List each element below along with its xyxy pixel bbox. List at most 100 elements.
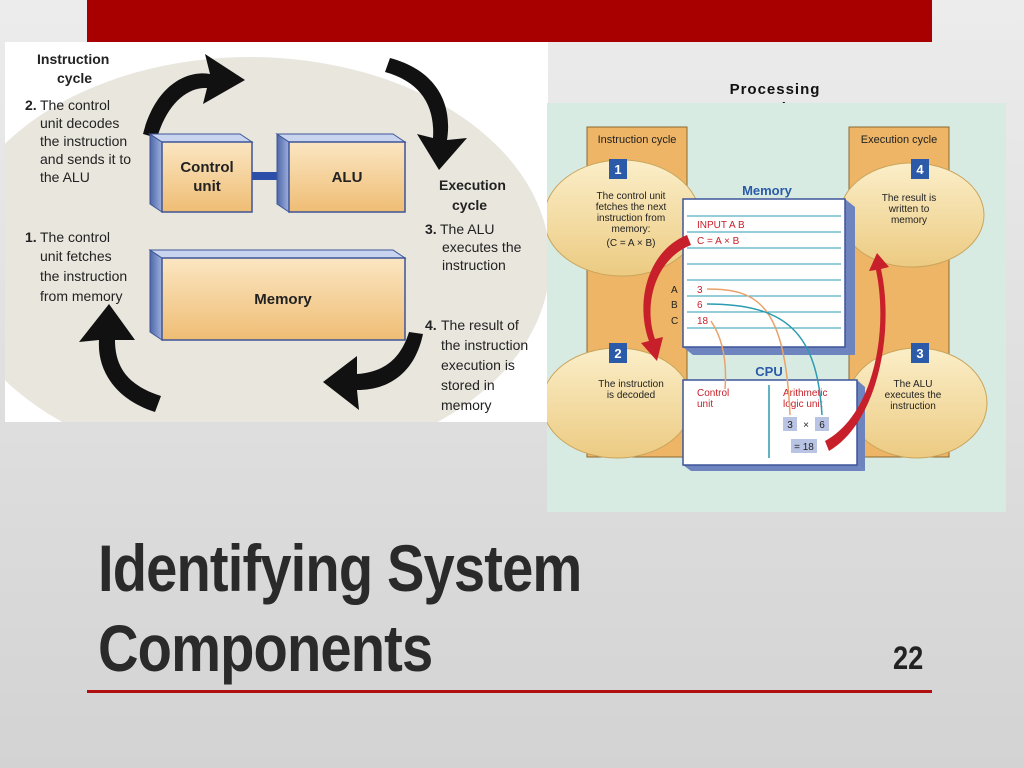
arrow-top-right-icon (385, 58, 467, 170)
right-step-4-text: The result is written to memory (882, 193, 936, 226)
instruction-execution-cycle-diagram: Control unit ALU Memory Instruction cycl… (5, 42, 548, 422)
left-step-1-number: 1. (25, 229, 37, 245)
memory-panel: INPUT A B C = A × B A B C 3 6 18 (671, 198, 855, 355)
register-c-value: 18 (697, 316, 709, 327)
instruction-cycle-label-1: Instruction (37, 51, 109, 67)
right-step-3-line-3: instruction (890, 401, 936, 412)
operand-2: 6 (819, 420, 825, 431)
step-1-number: 1 (614, 162, 621, 177)
right-step-2-text: The instruction is decoded (598, 379, 664, 401)
right-step-1-line-4: memory: (612, 224, 651, 235)
left-step-3: 3. The ALU executes the instruction (425, 221, 522, 273)
result-arrow-icon (825, 253, 889, 451)
register-c-name: C (671, 316, 678, 327)
decode-path (710, 320, 727, 390)
left-step-1-line-4: from memory (40, 288, 122, 304)
left-step-1-line-1: The control (40, 229, 110, 245)
top-accent-bar (87, 0, 932, 42)
left-step-1-line-2: unit fetches (40, 248, 112, 264)
left-step-3-number: 3. (425, 221, 437, 237)
instruction-cycle-heading: Instruction cycle (598, 134, 677, 146)
processing-cycle-diagram: Instruction cycle Execution cycle 1 4 2 … (547, 103, 1006, 512)
right-step-1-line-2: fetches the next (596, 202, 667, 213)
register-b-name: B (671, 300, 678, 311)
cpu-title: CPU (755, 364, 782, 379)
slide-title-line-1: Identifying System (98, 531, 582, 605)
left-step-4-line-4: stored in (441, 377, 495, 393)
left-step-4: 4. The result of the instruction executi… (425, 317, 528, 413)
execution-cycle-label-2: cycle (452, 197, 487, 213)
slide-title-line-2: Components (98, 611, 433, 685)
step-3-number: 3 (916, 346, 923, 361)
cpu-control-unit-1: Control (697, 388, 729, 399)
left-step-1: 1. The control unit fetches the instruct… (25, 229, 127, 304)
operand-1-box (783, 417, 797, 431)
alu-box: ALU (275, 133, 407, 213)
left-step-4-line-1: The result of (441, 317, 519, 333)
right-step-2-line-2: is decoded (607, 390, 655, 401)
right-step-4-line-2: written to (888, 204, 930, 215)
register-b-value: 6 (697, 300, 703, 311)
control-unit-label-2: unit (193, 178, 221, 195)
register-a-value: 3 (697, 285, 703, 296)
left-step-2: 2. The control unit decodes the instruct… (25, 97, 131, 185)
right-step-1-line-3: instruction from (597, 213, 665, 224)
cpu-alu-1: Arithmetic (783, 388, 827, 399)
left-step-3-line-1: The ALU (440, 221, 494, 237)
right-step-4-line-3: memory (891, 215, 927, 226)
arrow-bottom-right-icon (323, 332, 423, 410)
memory-title: Memory (742, 183, 793, 198)
left-step-3-line-2: executes the (442, 239, 522, 255)
cpu-alu-2: logic unit (783, 399, 823, 410)
left-step-4-line-2: the instruction (441, 337, 528, 353)
oval-step-2 (547, 347, 693, 459)
step-3-badge (911, 343, 929, 363)
arrow-top-left-icon (143, 54, 245, 138)
execution-cycle-heading: Execution cycle (861, 134, 937, 146)
left-step-2-line-4: and sends it to (40, 151, 131, 167)
right-step-3-line-1: The ALU (894, 379, 933, 390)
memory-line-1: INPUT A B (697, 220, 745, 231)
memory-label: Memory (254, 291, 312, 308)
alu-label: ALU (332, 169, 363, 186)
right-step-2-line-1: The instruction (598, 379, 664, 390)
fetch-arrow-icon (641, 235, 691, 361)
operator: × (803, 420, 809, 431)
left-step-3-line-3: instruction (442, 257, 506, 273)
right-step-3-text: The ALU executes the instruction (885, 379, 942, 412)
memory-line-2: C = A × B (697, 236, 740, 247)
left-step-2-line-3: the instruction (40, 133, 127, 149)
left-step-2-line-5: the ALU (40, 169, 90, 185)
execution-cycle-label-1: Execution (439, 177, 506, 193)
result-box (791, 439, 817, 453)
operand-b-path (706, 303, 823, 416)
register-a-name: A (671, 285, 678, 296)
step-1-badge (609, 159, 627, 179)
operand-a-path (706, 288, 791, 416)
result: = 18 (794, 442, 814, 453)
slide-number: 22 (893, 640, 924, 676)
step-4-badge (911, 159, 929, 179)
left-step-2-line-1: The control (40, 97, 110, 113)
right-step-1-line-1: The control unit (597, 191, 666, 202)
control-unit-box: Control unit (148, 133, 254, 213)
operand-2-box (815, 417, 829, 431)
step-4-number: 4 (916, 162, 924, 177)
left-step-2-number: 2. (25, 97, 37, 113)
arrow-bottom-left-icon (79, 304, 161, 412)
cpu-control-unit-2: unit (697, 399, 713, 410)
control-unit-label-1: Control (180, 159, 233, 176)
cpu-panel: Control unit Arithmetic logic unit 3 × 6… (682, 379, 865, 471)
operand-1: 3 (787, 420, 793, 431)
title-underline (87, 690, 932, 693)
left-step-4-line-5: memory (441, 397, 492, 413)
left-step-4-line-3: execution is (441, 357, 515, 373)
right-step-1-text: The control unit fetches the next instru… (596, 191, 667, 249)
left-step-2-line-2: unit decodes (40, 115, 119, 131)
right-step-4-line-1: The result is (882, 193, 936, 204)
left-step-1-line-3: the instruction (40, 268, 127, 284)
right-step-3-line-2: executes the (885, 390, 942, 401)
instruction-cycle-label-2: cycle (57, 70, 92, 86)
memory-box: Memory (148, 249, 407, 341)
slide-title: Identifying System Components (98, 528, 693, 688)
